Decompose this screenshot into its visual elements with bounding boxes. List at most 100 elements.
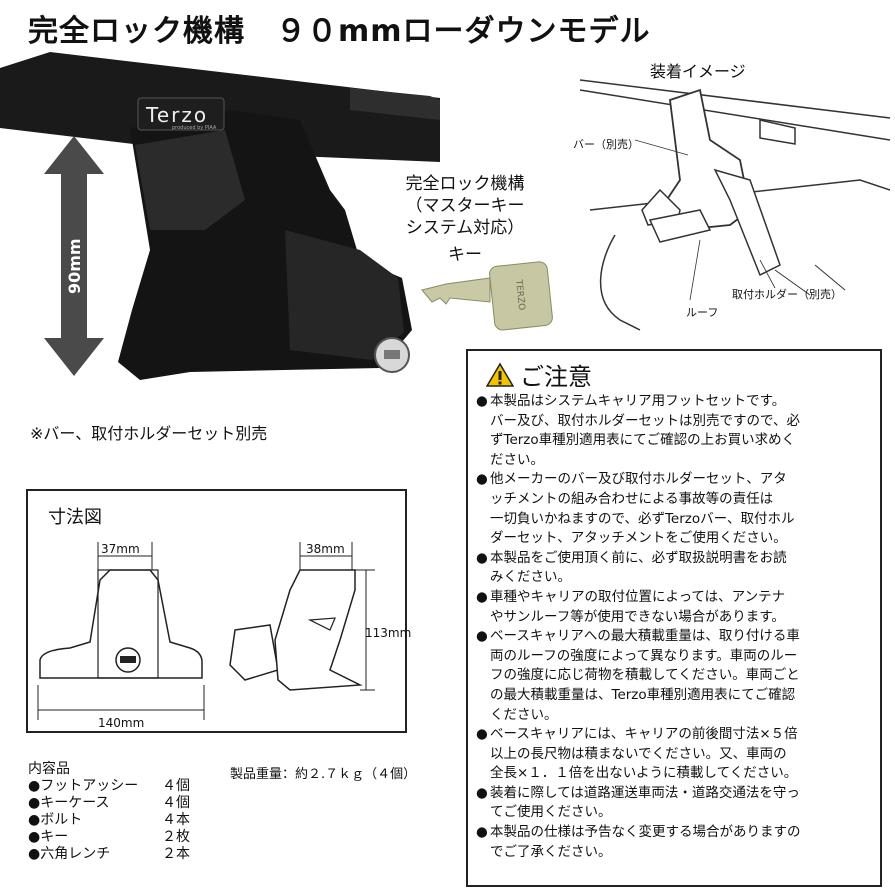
bullet [476, 490, 490, 510]
caution-line: でご了承ください。 [476, 843, 876, 863]
side-view-lock [229, 624, 279, 681]
caution-line: ダーセット、アタッチメントをご使用ください。 [476, 529, 876, 549]
caution-text: ッチメントの組み合わせによる事故等の責任は [490, 490, 774, 507]
caution-list: ●本製品はシステムキャリア用フットセットです。バー及び、取付ホルダーセットは別売… [476, 392, 876, 862]
bullet [476, 451, 490, 471]
contents-title: 内容品 [28, 761, 70, 777]
caution-line: ッチメントの組み合わせによる事故等の責任は [476, 490, 876, 510]
bar-outline [579, 79, 891, 141]
key-engraving: TERZO [513, 278, 526, 311]
install-title: 装着イメージ [650, 62, 746, 81]
caution-text: 本製品はシステムキャリア用フットセットです。 [490, 393, 786, 409]
caution-text: やサンルーフ等が使用できない場合があります。 [490, 608, 785, 625]
bullet: ● [476, 628, 488, 645]
roof-label: ルーフ [686, 306, 719, 319]
caution-text: バー及び、取付ホルダーセットは別売ですので、必 [490, 412, 800, 429]
dimension-box [26, 489, 407, 733]
caution-line: ●本製品はシステムキャリア用フットセットです。 [476, 392, 876, 412]
product-photo: Terzo produced by PIAA 90mm [0, 52, 440, 380]
height-arrow [44, 136, 104, 376]
caution-text: 両のルーフの強度によって異なります。車両のルー [490, 647, 798, 664]
bullet [476, 745, 490, 765]
caution-line: バー及び、取付ホルダーセットは別売ですので、必 [476, 412, 876, 432]
caution-text: 全長×１．１倍を出ないように積載してください。 [490, 765, 798, 782]
install-diagram [579, 79, 891, 331]
bullet [476, 510, 490, 530]
logo-plate [137, 97, 225, 131]
caution-text: ださい。 [490, 451, 544, 468]
holder-label: 取付ホルダー（別売） [732, 288, 842, 301]
brand-sub: produced by PIAA [172, 125, 217, 131]
callout-line: （マスターキー [405, 196, 525, 216]
bullet [476, 666, 490, 686]
caution-text: ずTerzo車種別適用表にてご確認の上お買い求めく [490, 432, 796, 449]
bullet: ● [476, 471, 488, 488]
caution-text: みください。 [490, 569, 571, 586]
caution-line: てご使用ください。 [476, 803, 876, 823]
caution-line: やサンルーフ等が使用できない場合があります。 [476, 608, 876, 628]
caution-text: 他メーカーのバー及び取付ホルダーセット、アタ [490, 471, 787, 488]
key-icon: TERZO [421, 261, 553, 331]
caution-text: 車種やキャリアの取付位置によっては、アンテナ [490, 588, 786, 605]
caution-text: 一切負いかねますので、必ずTerzoバー、取付ホル [490, 510, 795, 527]
caution-line: ●本製品をご使用頂く前に、必ず取扱説明書をお読 [476, 549, 876, 569]
caution-box [466, 349, 882, 887]
brand-logo: Terzo [145, 103, 208, 127]
front-width-label: 37mm [101, 542, 140, 556]
bullet: ● [476, 726, 488, 743]
bullet [476, 764, 490, 784]
bullet: ● [476, 549, 488, 566]
side-view [274, 569, 363, 691]
bullet [476, 647, 490, 667]
caution-line: の最大積載重量は、Terzo車種別適用表にてご確認 [476, 686, 876, 706]
caution-text: の最大積載重量は、Terzo車種別適用表にてご確認 [490, 686, 796, 703]
caution-text: 本製品の仕様は予告なく変更する場合がありますの [490, 824, 801, 841]
caution-text: ベースキャリアへの最大積載重量は、取り付ける車 [490, 628, 800, 645]
caution-line: 以上の長尺物は積まないでください。又、車両の [476, 745, 876, 765]
product-weight: 製品重量：約２.７ｋｇ（４個） [230, 767, 417, 782]
caution-line: ●車種やキャリアの取付位置によっては、アンテナ [476, 588, 876, 608]
caution-line: 一切負いかねますので、必ずTerzoバー、取付ホル [476, 510, 876, 530]
caution-line: ださい。 [476, 451, 876, 471]
bullet [476, 431, 490, 451]
bullet: ● [476, 393, 488, 409]
height-dim-label: 113mm [365, 626, 412, 640]
caution-line: ください。 [476, 706, 876, 726]
bullet: ● [476, 588, 488, 605]
dimension-drawing [37, 542, 375, 720]
caution-text: ダーセット、アタッチメントをご使用ください。 [490, 530, 787, 547]
bullet: ● [476, 824, 488, 841]
caution-line: ずTerzo車種別適用表にてご確認の上お買い求めく [476, 431, 876, 451]
separate-sale-note: ※バー、取付ホルダーセット別売 [30, 424, 268, 443]
caution-text: フの強度に応じ荷物を積載してください。車両ごと [490, 667, 800, 684]
callout-line: システム対応） [405, 218, 525, 238]
bullet: ● [476, 784, 488, 801]
lock-callout: 完全ロック機構 （マスターキー システム対応） [370, 173, 560, 239]
caution-text: 本製品をご使用頂く前に、必ず取扱説明書をお読 [490, 549, 787, 566]
bullet [476, 686, 490, 706]
caution-line: みください。 [476, 568, 876, 588]
foot-side-panel [135, 130, 245, 230]
caution-line: ●装着に際しては道路運送車両法・道路交通法を守っ [476, 784, 876, 804]
bullet [476, 803, 490, 823]
page-title: 完全ロック機構 ９０mmローダウンモデル [28, 14, 651, 49]
bullet [476, 608, 490, 628]
caution-title: ご注意 [520, 363, 592, 391]
caution-line: ●ベースキャリアへの最大積載重量は、取り付ける車 [476, 627, 876, 647]
caution-line: ●ベースキャリアには、キャリアの前後間寸法×５倍 [476, 725, 876, 745]
dimension-title: 寸法図 [48, 507, 102, 528]
side-width-label: 38mm [306, 542, 345, 556]
bullet [476, 706, 490, 726]
caution-header: ご注意 [486, 357, 592, 392]
caution-text: 以上の長尺物は積まないでください。又、車両の [490, 745, 787, 762]
caution-line: ●他メーカーのバー及び取付ホルダーセット、アタ [476, 470, 876, 490]
caution-text: てご使用ください。 [490, 804, 612, 821]
caution-line: フの強度に応じ荷物を積載してください。車両ごと [476, 666, 876, 686]
bullet [476, 412, 490, 432]
caution-line: ●本製品の仕様は予告なく変更する場合がありますの [476, 823, 876, 843]
